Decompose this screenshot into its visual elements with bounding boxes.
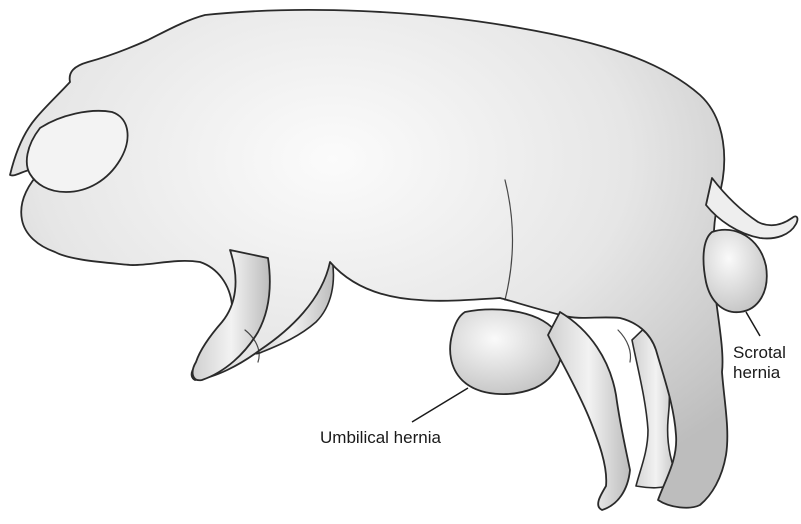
scrotal-hernia-label-line2: hernia [733,363,786,383]
scrotal-hernia-label-line1: Scrotal [733,343,786,363]
umbilical-hernia-label: Umbilical hernia [320,428,441,448]
umbilical-hernia-pointer [412,388,468,422]
scrotal-hernia [704,230,767,312]
near-hind-leg [548,312,630,510]
umbilical-hernia [450,309,561,394]
scrotal-hernia-pointer [746,312,760,336]
scrotal-hernia-label: Scrotal hernia [733,343,786,383]
